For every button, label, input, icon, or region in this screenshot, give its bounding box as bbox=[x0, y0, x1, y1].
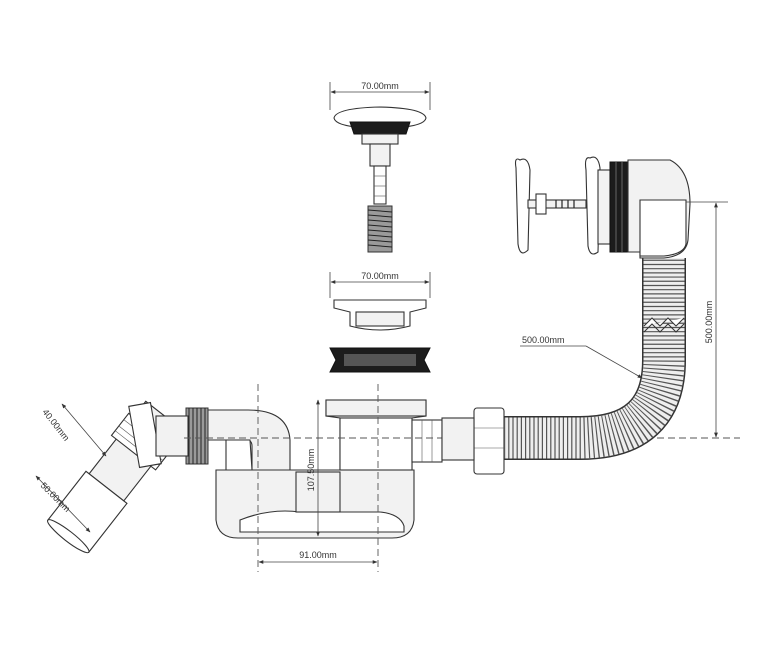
popup-cap-assembly: 70.00mm bbox=[329, 81, 431, 253]
overflow-height-label: 500.00mm bbox=[704, 301, 714, 344]
trap-width-label: 91.00mm bbox=[299, 550, 337, 560]
angled-connector: 40.00mm 50.00mm bbox=[35, 400, 189, 554]
cap-stem-housing bbox=[369, 143, 391, 167]
hose-break-mark bbox=[643, 317, 685, 327]
overflow-screw-nut bbox=[535, 193, 547, 215]
cap-spring-threads bbox=[367, 209, 393, 248]
hose-corrugation bbox=[504, 258, 685, 459]
cap-collar bbox=[361, 133, 399, 145]
cap-spring bbox=[367, 205, 393, 253]
flexible-hose: 500.00mm bbox=[441, 258, 686, 475]
grate-assembly: 70.00mm bbox=[329, 271, 431, 373]
overflow-height-dimension: 500.00mm bbox=[686, 201, 728, 438]
overflow-body-lower bbox=[639, 199, 687, 257]
grate-insert bbox=[355, 311, 405, 327]
grate-width-label: 70.00mm bbox=[361, 271, 399, 281]
overflow-cover bbox=[514, 158, 531, 254]
elbow-thread-lines bbox=[188, 408, 206, 464]
overflow-seal bbox=[609, 161, 629, 253]
cap-rod bbox=[373, 165, 387, 205]
grate-width-dimension: 70.00mm bbox=[329, 271, 431, 298]
cap-width-label: 70.00mm bbox=[361, 81, 399, 91]
waste-body-flange bbox=[325, 399, 427, 417]
hose-fill bbox=[504, 258, 685, 459]
waste-body-inner bbox=[339, 417, 413, 471]
gasket-inner bbox=[344, 354, 416, 366]
hose-nut bbox=[473, 407, 505, 475]
cap-width-dimension: 70.00mm bbox=[329, 81, 431, 110]
trap-base-lip bbox=[239, 510, 405, 533]
outlet-spigot bbox=[411, 419, 443, 463]
connector-top-dimension: 40.00mm bbox=[40, 403, 107, 457]
overflow-flange bbox=[584, 156, 601, 255]
overflow-assembly: 500.00mm bbox=[514, 156, 728, 438]
connector-top-label: 40.00mm bbox=[40, 407, 71, 443]
hose-length-label: 500.00mm bbox=[522, 335, 565, 345]
hose-connector bbox=[441, 417, 475, 461]
coupling-sleeve bbox=[155, 415, 189, 457]
overflow-screw bbox=[527, 199, 587, 209]
elbow-shoulder bbox=[225, 439, 253, 471]
trap-body bbox=[185, 399, 443, 539]
trap-height-label: 107.50mm bbox=[306, 449, 316, 492]
cap-seal bbox=[349, 121, 411, 135]
hose-length-dimension: 500.00mm bbox=[520, 335, 643, 379]
overflow-backplate bbox=[597, 169, 611, 245]
